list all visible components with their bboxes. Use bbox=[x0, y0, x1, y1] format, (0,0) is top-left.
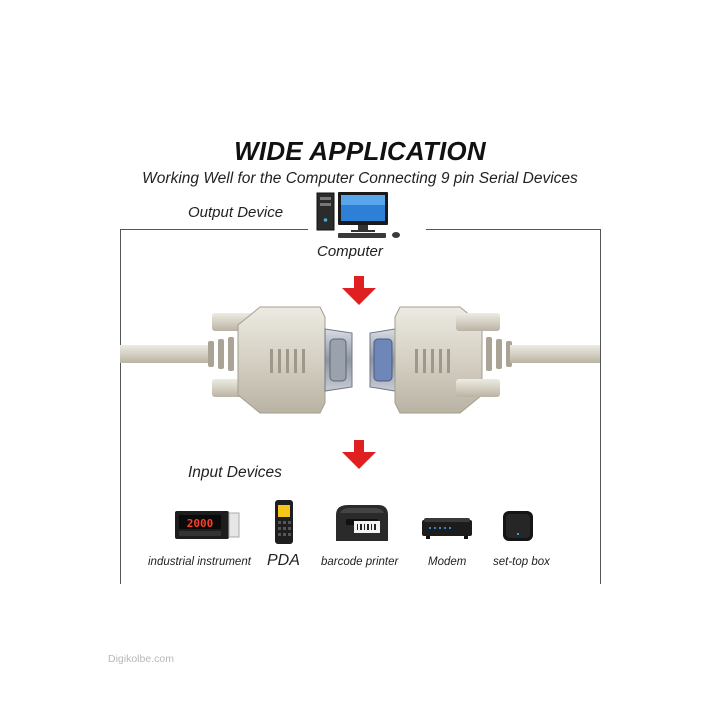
arrow-down-icon bbox=[342, 276, 376, 305]
device-label-set-top-box: set-top box bbox=[493, 556, 550, 568]
device-label-industrial-instrument: industrial instrument bbox=[148, 556, 251, 568]
db9-serial-cable-icon bbox=[120, 306, 600, 414]
page-subtitle: Working Well for the Computer Connecting… bbox=[142, 170, 578, 187]
desktop-computer-icon bbox=[316, 192, 400, 238]
device-label-pda: PDA bbox=[267, 552, 300, 569]
arrow-down-icon bbox=[342, 440, 376, 469]
frame-line-right bbox=[600, 229, 601, 584]
device-label-barcode-printer: barcode printer bbox=[321, 556, 399, 568]
industrial-instrument-icon: 2000 bbox=[175, 511, 240, 539]
set-top-box-icon bbox=[503, 511, 533, 541]
computer-label: Computer bbox=[317, 243, 383, 260]
instrument-display: 2000 bbox=[187, 517, 214, 530]
pda-icon bbox=[275, 500, 293, 544]
output-device-label: Output Device bbox=[188, 204, 284, 221]
device-label-modem: Modem bbox=[428, 556, 467, 568]
page-title: WIDE APPLICATION bbox=[234, 136, 486, 166]
barcode-printer-icon bbox=[336, 505, 388, 541]
watermark: Digikolbe.com bbox=[108, 653, 174, 665]
modem-icon bbox=[422, 518, 472, 539]
input-devices-label: Input Devices bbox=[188, 464, 282, 481]
frame-line-left bbox=[120, 229, 121, 584]
frame-line-top-left bbox=[120, 229, 308, 230]
frame-line-top-right bbox=[426, 229, 601, 230]
